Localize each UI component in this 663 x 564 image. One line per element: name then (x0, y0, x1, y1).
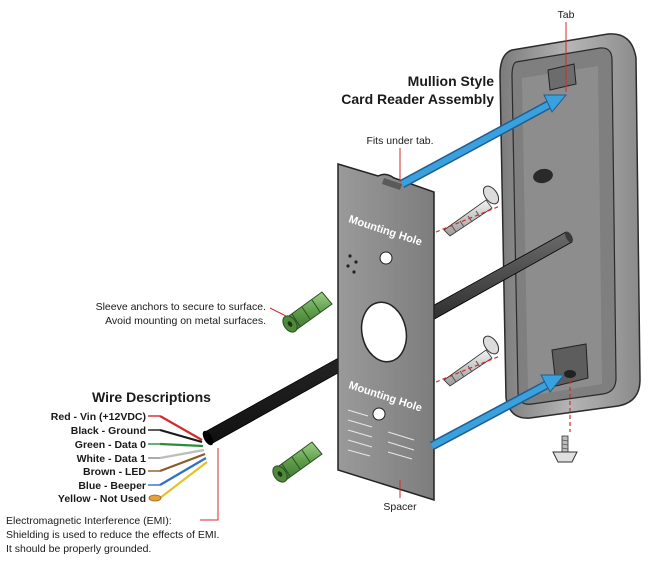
alignment-lines (435, 205, 571, 432)
emi-label-line-1: Electromagnetic Interference (EMI): (6, 515, 172, 527)
wire-yellow-label: Yellow - Not Used (58, 493, 146, 505)
tab-label: Tab (558, 9, 575, 21)
callout-leaders (200, 22, 567, 521)
assembly-title-line-1: Mullion Style (408, 73, 495, 89)
top-assembly-arrow (399, 94, 568, 188)
wire-red-label: Red - Vin (+12VDC) (51, 411, 146, 423)
top-screw (443, 185, 500, 237)
sleeve-anchor-label-line-2: Avoid mounting on metal surfaces. (105, 315, 266, 327)
fits-under-tab-label: Fits under tab. (366, 135, 433, 147)
yellow-wire-end-cap (148, 494, 162, 502)
wire-bundle (159, 415, 208, 499)
wire-blue-label: Blue - Beeper (78, 480, 146, 492)
wire-black-label: Black - Ground (71, 425, 146, 437)
sleeve-anchor-label-line-1: Sleeve anchors to secure to surface. (96, 301, 266, 313)
top-sleeve-anchor (282, 291, 333, 333)
plate-wire-legend-marks (347, 409, 415, 460)
wire-white-label: White - Data 1 (77, 453, 147, 465)
spacer-plate: Mounting Hole Mounting Hole (337, 162, 435, 502)
assembly-title-line-2: Card Reader Assembly (341, 91, 494, 107)
bottom-screw (443, 335, 500, 387)
emi-label-line-3: It should be properly grounded. (6, 543, 151, 555)
emi-label-line-2: Shielding is used to reduce the effects … (6, 529, 219, 541)
bottom-assembly-arrow (429, 374, 566, 450)
wire-leaders (148, 415, 160, 486)
wire-green-label: Green - Data 0 (75, 439, 146, 451)
wire-descriptions-title: Wire Descriptions (92, 389, 211, 405)
wire-brown-label: Brown - LED (83, 466, 146, 478)
small-screw (552, 435, 578, 463)
spacer-label: Spacer (383, 501, 417, 513)
bottom-sleeve-anchor (272, 441, 323, 483)
